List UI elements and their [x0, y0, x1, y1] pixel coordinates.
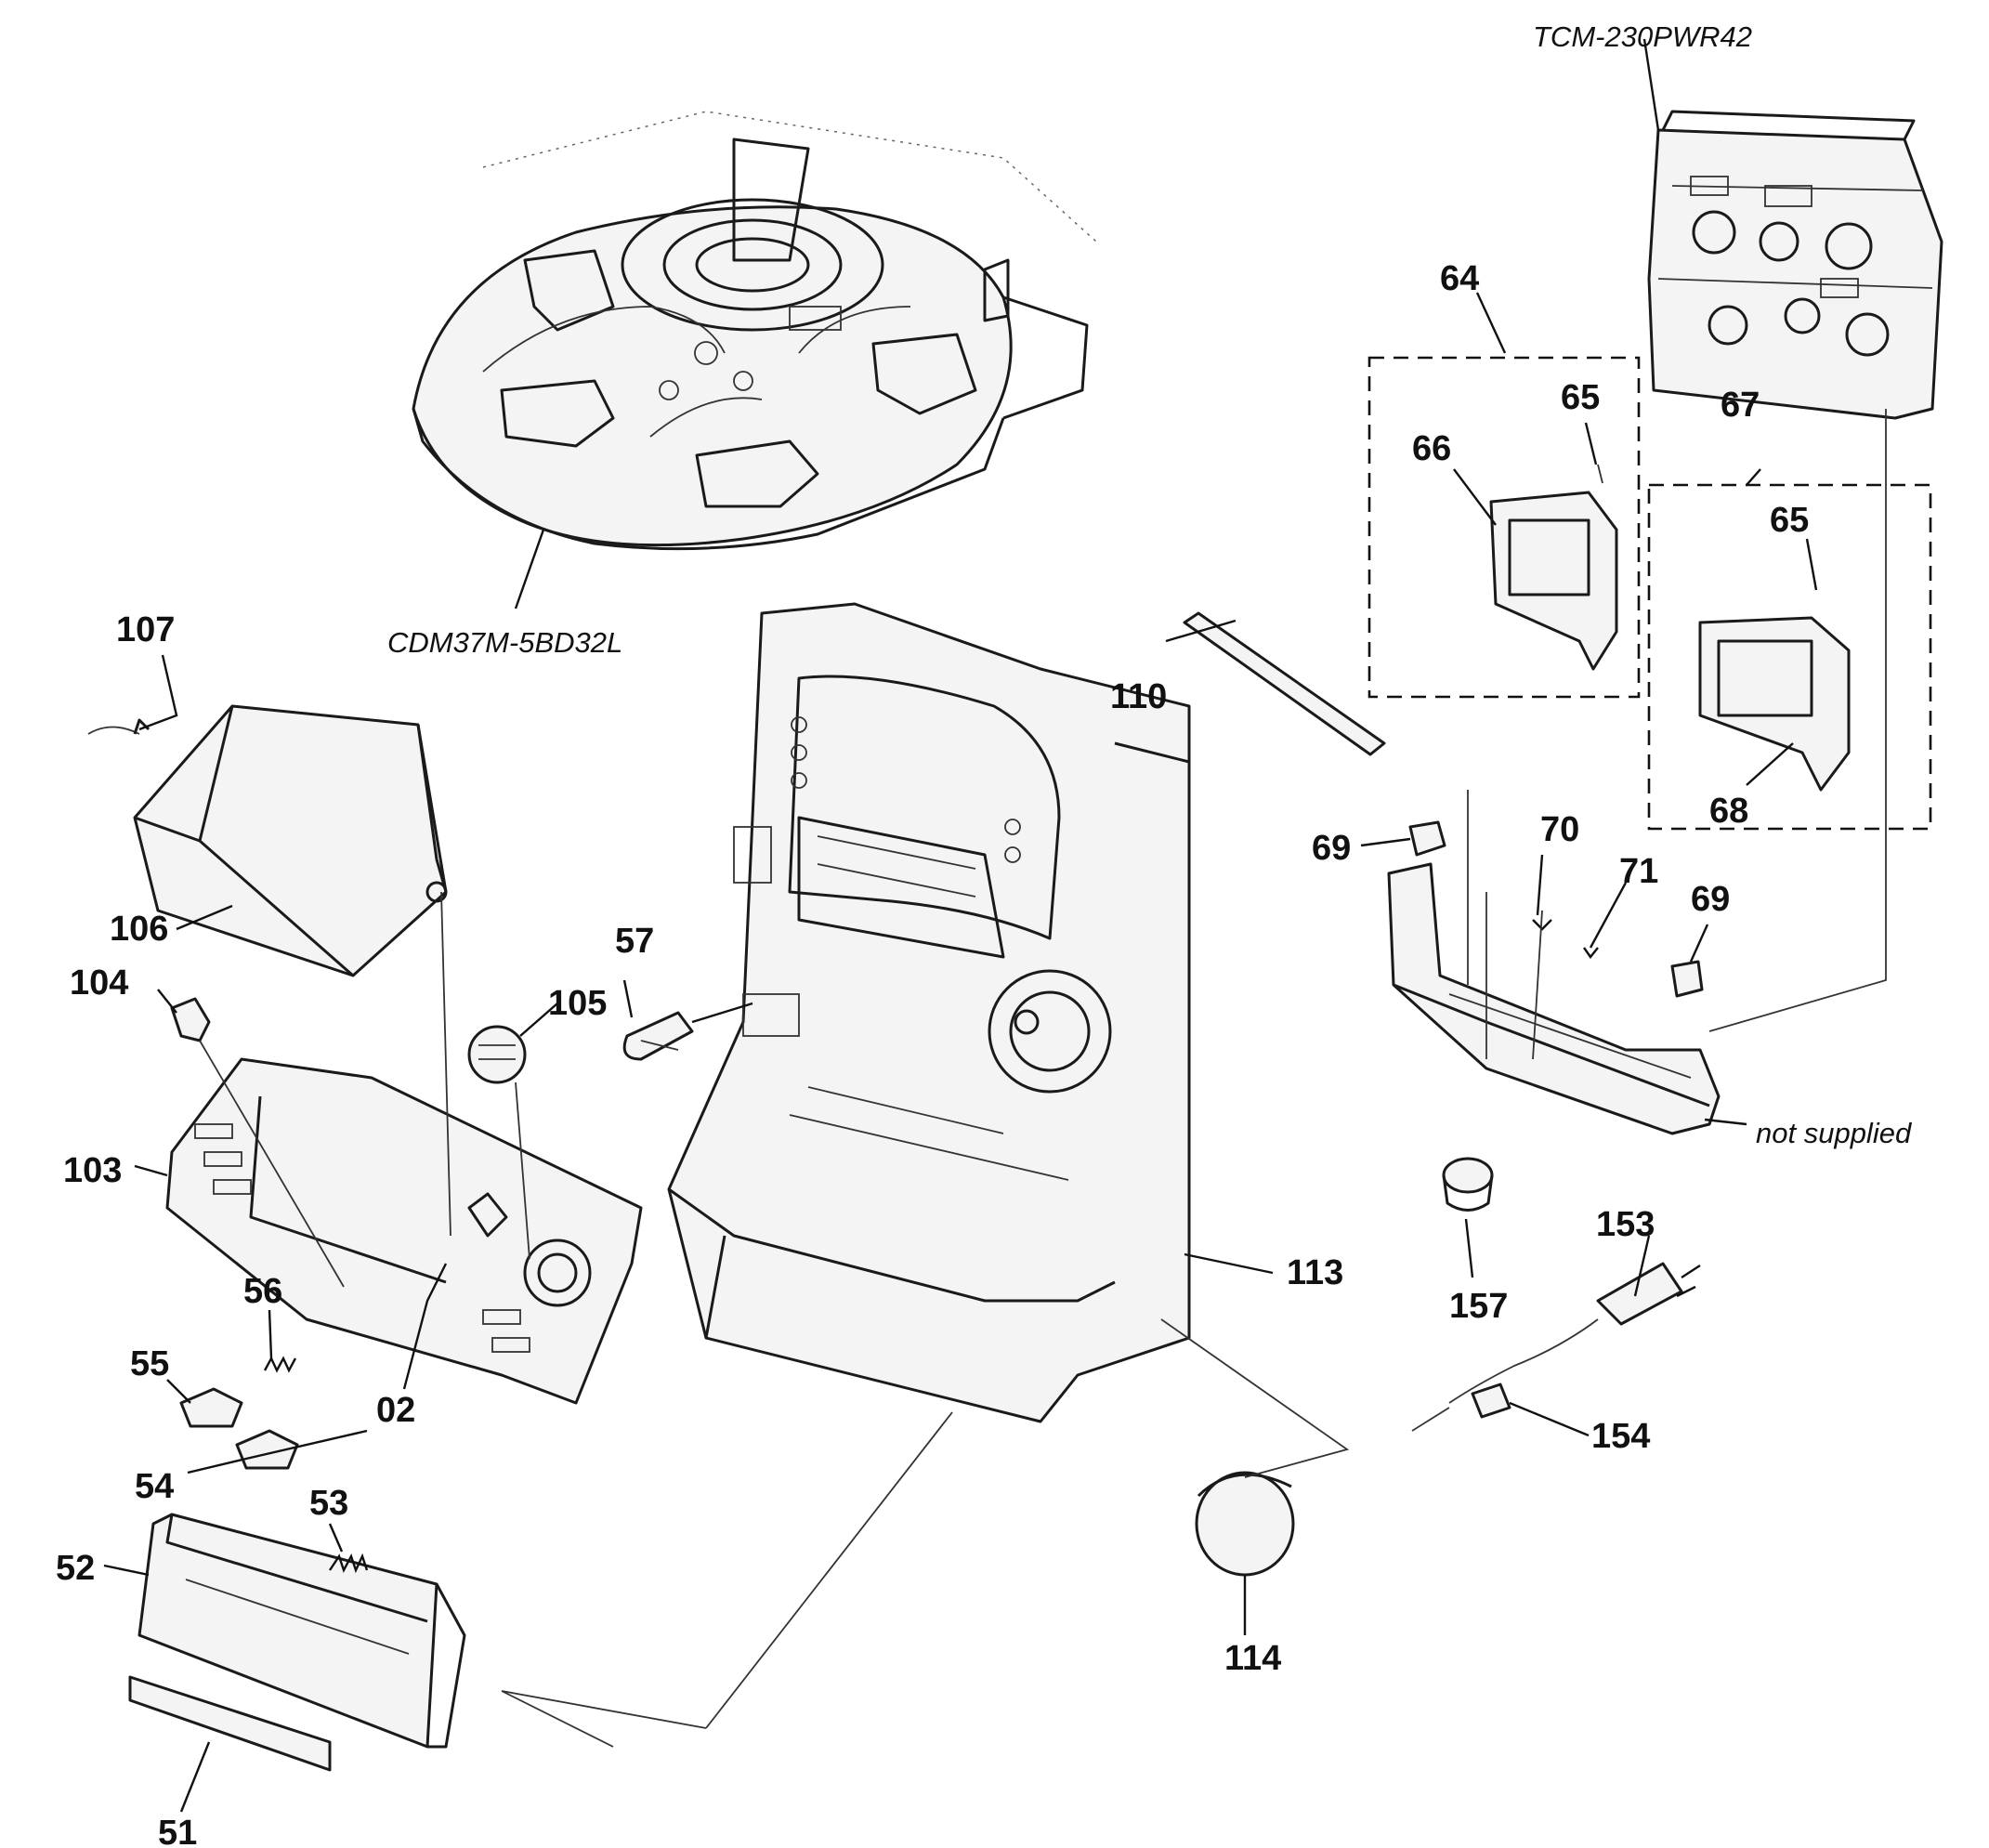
label-68: 68	[1709, 792, 1748, 831]
stopper-69b	[1670, 960, 1704, 998]
label-106: 106	[110, 910, 168, 949]
spring-56	[263, 1356, 297, 1373]
label-not-supplied: not supplied	[1756, 1117, 1913, 1149]
label-57: 57	[615, 922, 654, 961]
knob-114	[1195, 1471, 1295, 1577]
cd-changer-mechanism	[412, 111, 1097, 551]
bracket-68	[1698, 616, 1851, 792]
label-53: 53	[309, 1484, 348, 1523]
callout-labels: TCM-230PWR42 CDM37M-5BD32L not supplied …	[56, 20, 1913, 1848]
assembly-guide-lines	[199, 409, 1887, 1748]
foot-157	[1442, 1157, 1494, 1212]
power-cord-153	[1448, 1262, 1701, 1404]
label-157: 157	[1449, 1287, 1508, 1326]
front-plate-51	[128, 1675, 332, 1772]
label-02: 02	[376, 1391, 415, 1430]
door-assembly-52	[137, 1513, 466, 1749]
label-104: 104	[70, 963, 128, 1003]
label-69a: 69	[1312, 829, 1351, 868]
label-cdm: CDM37M-5BD32L	[387, 626, 622, 659]
bracket-66	[1489, 464, 1618, 671]
label-113: 113	[1287, 1253, 1343, 1292]
label-70: 70	[1540, 810, 1579, 849]
label-105: 105	[548, 984, 607, 1023]
label-69b: 69	[1691, 880, 1730, 919]
knob-105	[467, 1025, 527, 1084]
cassette-door-106	[87, 704, 448, 977]
label-tcm: TCM-230PWR42	[1533, 20, 1752, 53]
label-65a: 65	[1561, 378, 1600, 417]
label-51: 51	[158, 1814, 197, 1848]
label-54: 54	[135, 1467, 174, 1506]
knob-shaft-57	[622, 1002, 753, 1061]
label-103: 103	[63, 1151, 122, 1190]
spring-53	[329, 1553, 369, 1574]
sub-panel-103	[165, 1057, 643, 1405]
spring-71	[1583, 947, 1599, 960]
rod-110	[1183, 611, 1386, 756]
label-71: 71	[1619, 852, 1658, 891]
label-154: 154	[1591, 1417, 1650, 1456]
label-55: 55	[130, 1344, 169, 1383]
label-110: 110	[1110, 677, 1167, 716]
chassis-not-supplied	[1387, 862, 1721, 1135]
label-114: 114	[1224, 1639, 1281, 1678]
label-56: 56	[243, 1272, 282, 1311]
label-52: 52	[56, 1549, 95, 1588]
label-153: 153	[1596, 1205, 1655, 1244]
block-54	[235, 1429, 299, 1470]
label-67: 67	[1721, 386, 1760, 425]
group-box-64	[1367, 356, 1641, 699]
part-104	[170, 997, 211, 1042]
leader-lines	[103, 38, 1818, 1813]
label-107: 107	[116, 610, 175, 649]
stopper-69a	[1408, 820, 1446, 857]
block-55	[179, 1387, 243, 1428]
tape-deck-mechanism	[1647, 110, 1943, 420]
label-65b: 65	[1770, 501, 1809, 540]
front-panel-113	[667, 602, 1191, 1423]
label-64: 64	[1440, 259, 1479, 298]
spring-70	[1532, 919, 1552, 931]
label-66: 66	[1412, 429, 1451, 468]
cord-clamp-154	[1411, 1383, 1511, 1432]
